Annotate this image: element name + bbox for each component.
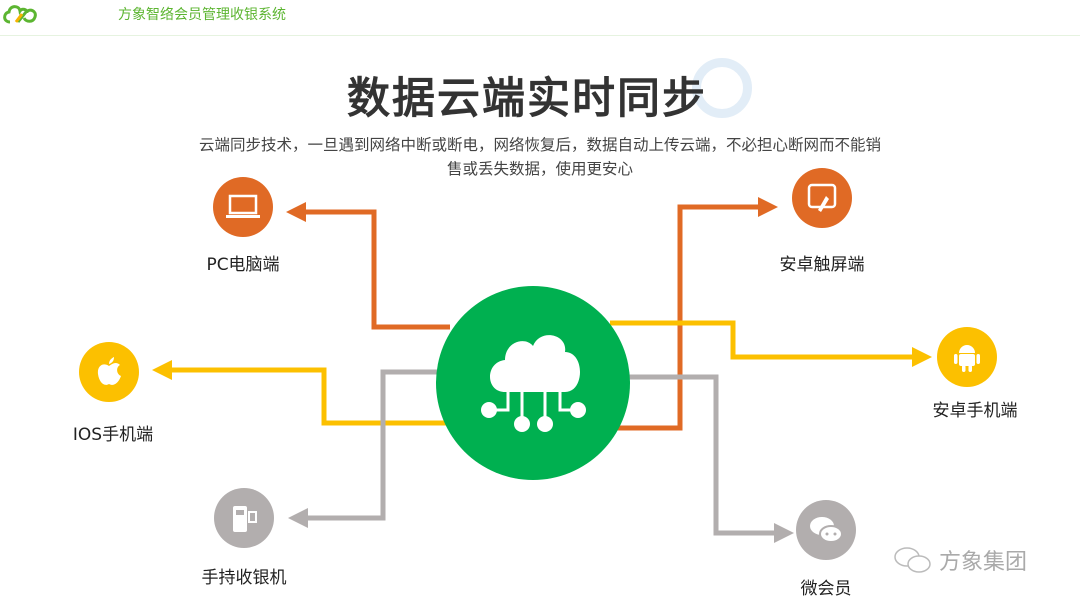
line-wechat [625, 374, 794, 543]
subtitle-line-2: 售或丢失数据，使用更安心 [446, 160, 633, 178]
logo-icon [3, 5, 37, 24]
ios-label: IOS手机端 [72, 425, 154, 445]
decorative-ring [692, 58, 752, 118]
subtitle: 云端同步技术，一旦遇到网络中断或断电，网络恢复后，数据自动上传云端，不必担心断网… [120, 133, 960, 181]
pc-node [213, 177, 273, 237]
android-icon [954, 345, 980, 372]
wechat-member-label: 微会员 [800, 579, 852, 599]
header-bar: 方象智络会员管理收银系统 [0, 0, 1080, 36]
touchscreen-icon [807, 183, 837, 212]
apple-icon [97, 357, 121, 385]
android-phone-label: 安卓手机端 [932, 401, 1018, 421]
ios-node [79, 342, 139, 402]
watermark-text: 方象集团 [939, 550, 1028, 575]
handheld-node [214, 488, 274, 548]
subtitle-line-1: 云端同步技术，一旦遇到网络中断或断电，网络恢复后，数据自动上传云端，不必担心断网… [198, 136, 881, 154]
page-title: 数据云端实时同步 [347, 74, 707, 124]
handheld-label: 手持收银机 [201, 568, 287, 588]
line-android-touch [615, 197, 778, 431]
line-handheld [288, 369, 440, 528]
watermark: 方象集团 [893, 544, 1027, 576]
android-touch-node [792, 168, 852, 228]
line-pc [286, 202, 450, 330]
android-touch-label: 安卓触屏端 [779, 255, 865, 275]
pos-terminal-icon [233, 506, 257, 532]
app-title: 方象智络会员管理收银系统 [118, 7, 286, 23]
wechat-member-node [796, 500, 856, 560]
chat-bubbles-icon [810, 517, 843, 543]
pc-label: PC电脑端 [206, 255, 280, 275]
line-android-phone [610, 320, 932, 367]
line-ios [152, 360, 450, 426]
android-phone-node [937, 327, 997, 387]
laptop-icon [226, 194, 260, 218]
wechat-icon [894, 547, 931, 573]
cloud-network-icon [481, 335, 586, 432]
